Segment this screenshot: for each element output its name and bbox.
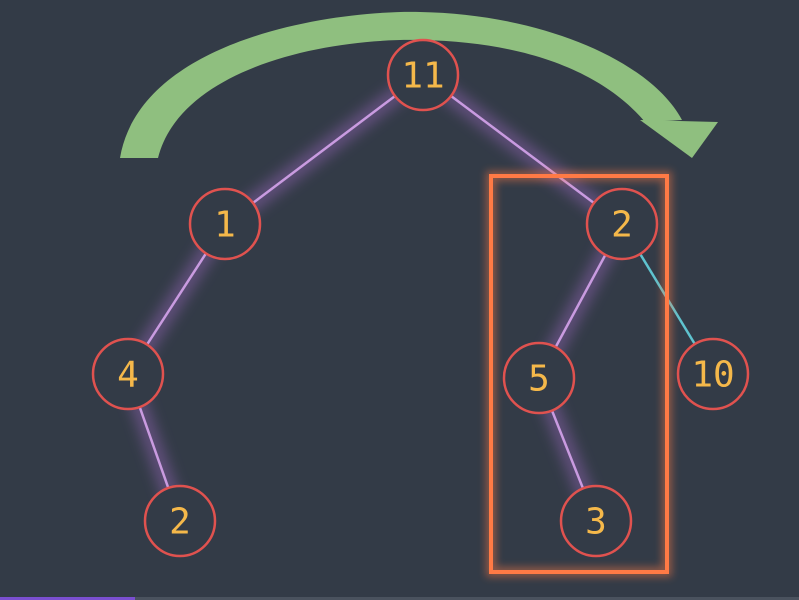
tree-node: 2 (143, 484, 217, 558)
node-label: 3 (585, 502, 607, 543)
tree-node: 5 (502, 341, 576, 415)
highlight-box (486, 171, 672, 577)
tree-node: 2 (585, 187, 659, 261)
tree-node: 1 (188, 187, 262, 261)
node-label: 10 (691, 355, 734, 396)
tree-node: 3 (559, 484, 633, 558)
edge-layer (126, 73, 715, 522)
node-circle (676, 337, 750, 411)
edge-glow-layer (120, 67, 630, 529)
bottom-bar (0, 597, 799, 600)
node-circle (386, 38, 460, 112)
node-circle (502, 341, 576, 415)
edge-n11-n2a (422, 73, 623, 226)
node-circle (91, 337, 165, 411)
node-label: 2 (611, 205, 633, 246)
curved-arrow-icon (120, 11, 718, 158)
edge-n11-n1 (224, 74, 424, 225)
node-circle (143, 484, 217, 558)
node-circle (559, 484, 633, 558)
node-label: 2 (169, 502, 191, 543)
tree-node: 4 (91, 337, 165, 411)
node-label: 5 (528, 359, 550, 400)
tree-node: 11 (386, 38, 460, 112)
bottom-bar-accent (0, 597, 135, 600)
node-circle (585, 187, 659, 261)
node-label: 1 (214, 205, 236, 246)
node-label: 4 (117, 355, 139, 396)
tree-node: 10 (676, 337, 750, 411)
node-label: 11 (401, 56, 444, 97)
node-circle (188, 187, 262, 261)
